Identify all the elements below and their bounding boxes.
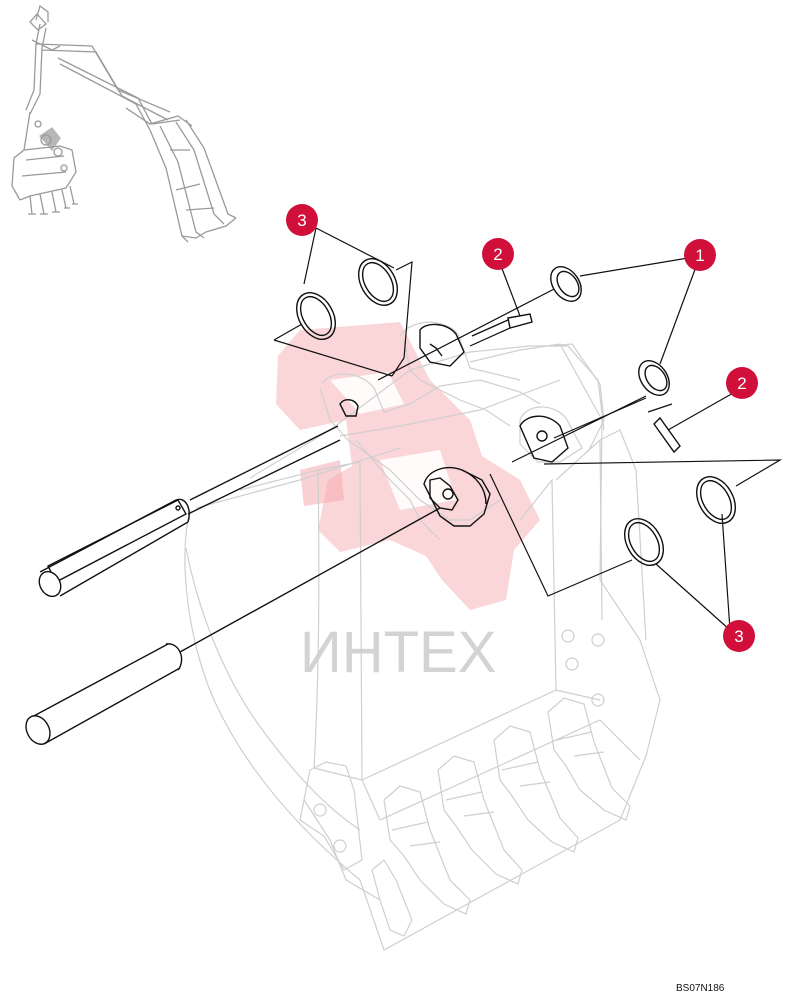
callout-1: 1 <box>684 239 716 271</box>
seal-ring-item3-a <box>357 258 399 306</box>
bucket-link-boss <box>423 466 491 527</box>
bucket-upper-bracket <box>249 321 605 541</box>
bucket-body <box>184 343 661 951</box>
bucket-side-plate-left <box>299 761 381 901</box>
callout-leaders <box>273 227 783 631</box>
watermark-text: ИНТЕХ <box>300 620 496 685</box>
svg-text:3: 3 <box>297 211 306 230</box>
callout-3-lower-right: 3 <box>723 620 755 652</box>
svg-text:2: 2 <box>493 245 502 264</box>
ring-item1-lower <box>638 360 670 396</box>
roll-pin-item2-right <box>653 416 681 454</box>
watermark-logo <box>276 322 540 610</box>
svg-text:1: 1 <box>695 246 704 265</box>
roll-pin-item2-upper <box>471 313 533 337</box>
seal-ring-item3-c <box>695 476 737 524</box>
pin-upper <box>38 425 341 598</box>
excavator-thumbnail <box>11 4 237 243</box>
svg-text:2: 2 <box>737 374 746 393</box>
svg-text:3: 3 <box>734 627 743 646</box>
bucket-teeth <box>371 697 631 937</box>
callout-2-right: 2 <box>726 367 758 399</box>
assembly-axis-lines <box>377 285 673 463</box>
callout-2-upper: 2 <box>482 238 514 270</box>
ring-item1-upper <box>550 266 582 302</box>
upper-link-ears <box>339 323 569 463</box>
drawing-code-label: BS07N186 <box>676 983 725 994</box>
pin-lower <box>25 507 441 745</box>
callout-3-upper-left: 3 <box>286 204 318 236</box>
